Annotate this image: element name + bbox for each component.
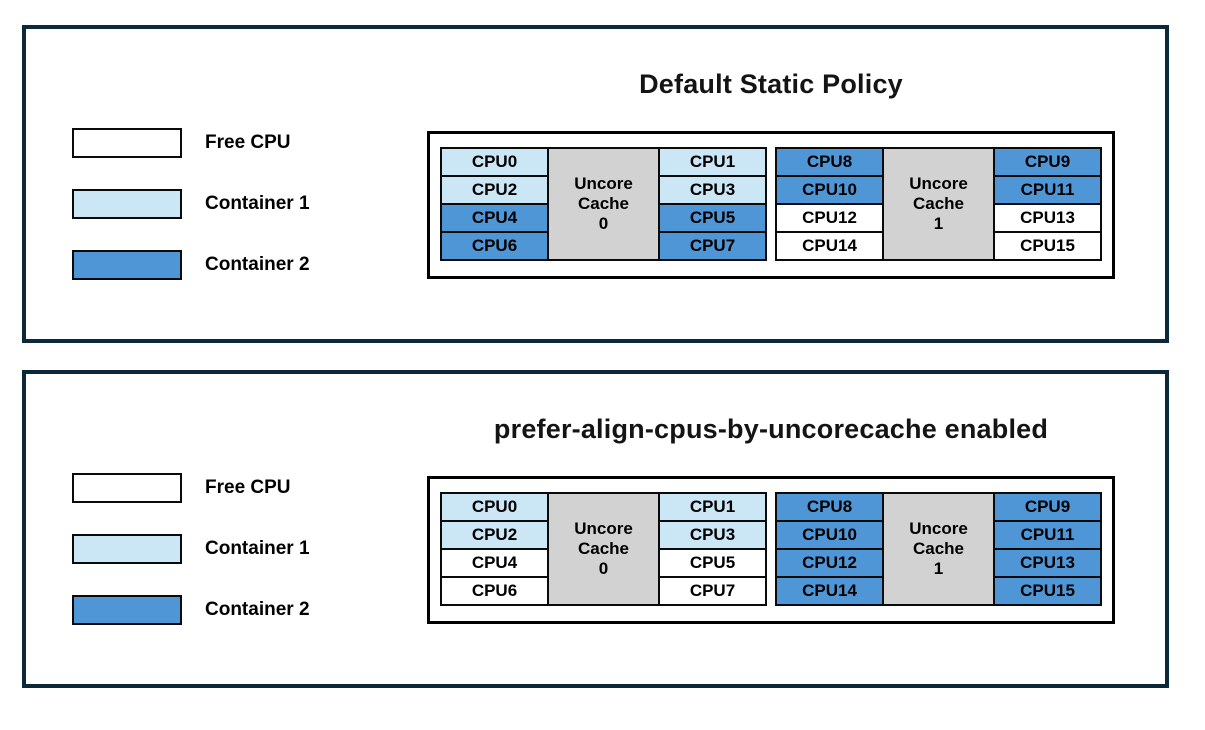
cpu-topology-diagram: CPU0 CPU2 CPU4 CPU6 Uncore Cache 0 CPU1 … <box>427 476 1115 624</box>
cpu-topology-diagram: CPU0 CPU2 CPU4 CPU6 Uncore Cache 0 CPU1 … <box>427 131 1115 279</box>
cpu-cell: CPU8 <box>775 147 884 177</box>
cache-label-line: 0 <box>598 559 609 578</box>
cpu-cell: CPU2 <box>440 520 549 550</box>
cpu-cell: CPU1 <box>658 147 767 177</box>
legend-item-container-1: Container 1 <box>72 189 310 219</box>
legend: Free CPU Container 1 Container 2 <box>72 128 310 280</box>
cpu-cell: CPU12 <box>775 548 884 578</box>
cpu-cell: CPU0 <box>440 147 549 177</box>
cpu-column-left: CPU0 CPU2 CPU4 CPU6 <box>440 147 549 261</box>
cpu-cell: CPU15 <box>993 231 1102 261</box>
cpu-cell: CPU14 <box>775 576 884 606</box>
legend-item-container-1: Container 1 <box>72 534 310 564</box>
cache-label-line: 0 <box>598 214 609 233</box>
legend-label: Container 1 <box>205 193 310 214</box>
uncore-cache-group-1: CPU8 CPU10 CPU12 CPU14 Uncore Cache 1 CP… <box>775 147 1102 261</box>
cpu-cell: CPU9 <box>993 147 1102 177</box>
cpu-cell: CPU5 <box>658 548 767 578</box>
panel-prefer-align-cpus-by-uncorecache: prefer-align-cpus-by-uncorecache enabled… <box>22 370 1169 688</box>
cpu-cell: CPU10 <box>775 520 884 550</box>
cpu-column-left: CPU8 CPU10 CPU12 CPU14 <box>775 147 884 261</box>
cpu-cell: CPU6 <box>440 576 549 606</box>
cpu-cell: CPU11 <box>993 175 1102 205</box>
cpu-cell: CPU8 <box>775 492 884 522</box>
legend-label: Container 1 <box>205 538 310 559</box>
legend-label: Container 2 <box>205 599 310 620</box>
cpu-column-left: CPU8 CPU10 CPU12 CPU14 <box>775 492 884 606</box>
cpu-column-right: CPU9 CPU11 CPU13 CPU15 <box>993 147 1102 261</box>
cpu-column-right: CPU1 CPU3 CPU5 CPU7 <box>658 492 767 606</box>
legend-swatch-free <box>72 128 182 158</box>
legend-item-free-cpu: Free CPU <box>72 473 310 503</box>
cpu-column-right: CPU1 CPU3 CPU5 CPU7 <box>658 147 767 261</box>
cpu-cell: CPU3 <box>658 175 767 205</box>
cache-label-line: Uncore <box>909 174 968 193</box>
legend-swatch-container-2 <box>72 250 182 280</box>
cpu-cell: CPU6 <box>440 231 549 261</box>
legend-swatch-free <box>72 473 182 503</box>
cache-label-line: Uncore <box>574 174 633 193</box>
uncore-cache-group-0: CPU0 CPU2 CPU4 CPU6 Uncore Cache 0 CPU1 … <box>440 147 767 261</box>
panel-default-static-policy: Default Static Policy Free CPU Container… <box>22 25 1169 343</box>
cache-label-line: Uncore <box>909 519 968 538</box>
cpu-column-left: CPU0 CPU2 CPU4 CPU6 <box>440 492 549 606</box>
cpu-cell: CPU5 <box>658 203 767 233</box>
cpu-cell: CPU13 <box>993 203 1102 233</box>
cache-label-line: Cache <box>577 194 630 213</box>
cache-label-line: Cache <box>912 539 965 558</box>
cpu-column-right: CPU9 CPU11 CPU13 CPU15 <box>993 492 1102 606</box>
legend: Free CPU Container 1 Container 2 <box>72 473 310 625</box>
uncore-cache-cell: Uncore Cache 1 <box>882 492 995 606</box>
legend-swatch-container-1 <box>72 534 182 564</box>
legend-item-free-cpu: Free CPU <box>72 128 310 158</box>
legend-swatch-container-2 <box>72 595 182 625</box>
cpu-cell: CPU2 <box>440 175 549 205</box>
legend-label: Free CPU <box>205 132 291 153</box>
legend-item-container-2: Container 2 <box>72 595 310 625</box>
cpu-cell: CPU11 <box>993 520 1102 550</box>
cpu-cell: CPU0 <box>440 492 549 522</box>
cache-label-line: 1 <box>933 559 944 578</box>
legend-label: Container 2 <box>205 254 310 275</box>
cpu-cell: CPU7 <box>658 576 767 606</box>
uncore-cache-cell: Uncore Cache 0 <box>547 492 660 606</box>
cache-label-line: 1 <box>933 214 944 233</box>
cache-label-line: Cache <box>577 539 630 558</box>
uncore-cache-cell: Uncore Cache 1 <box>882 147 995 261</box>
panel-title: Default Static Policy <box>639 69 903 99</box>
cache-label-line: Uncore <box>574 519 633 538</box>
cpu-cell: CPU15 <box>993 576 1102 606</box>
legend-swatch-container-1 <box>72 189 182 219</box>
uncore-cache-group-1: CPU8 CPU10 CPU12 CPU14 Uncore Cache 1 CP… <box>775 492 1102 606</box>
cpu-cell: CPU14 <box>775 231 884 261</box>
cpu-cell: CPU9 <box>993 492 1102 522</box>
legend-item-container-2: Container 2 <box>72 250 310 280</box>
cpu-cell: CPU12 <box>775 203 884 233</box>
cpu-cell: CPU4 <box>440 548 549 578</box>
cpu-cell: CPU4 <box>440 203 549 233</box>
uncore-cache-cell: Uncore Cache 0 <box>547 147 660 261</box>
legend-label: Free CPU <box>205 477 291 498</box>
cpu-cell: CPU13 <box>993 548 1102 578</box>
cache-label-line: Cache <box>912 194 965 213</box>
cpu-cell: CPU10 <box>775 175 884 205</box>
cpu-cell: CPU3 <box>658 520 767 550</box>
panel-title: prefer-align-cpus-by-uncorecache enabled <box>493 414 1049 444</box>
uncore-cache-group-0: CPU0 CPU2 CPU4 CPU6 Uncore Cache 0 CPU1 … <box>440 492 767 606</box>
cpu-cell: CPU7 <box>658 231 767 261</box>
cpu-cell: CPU1 <box>658 492 767 522</box>
